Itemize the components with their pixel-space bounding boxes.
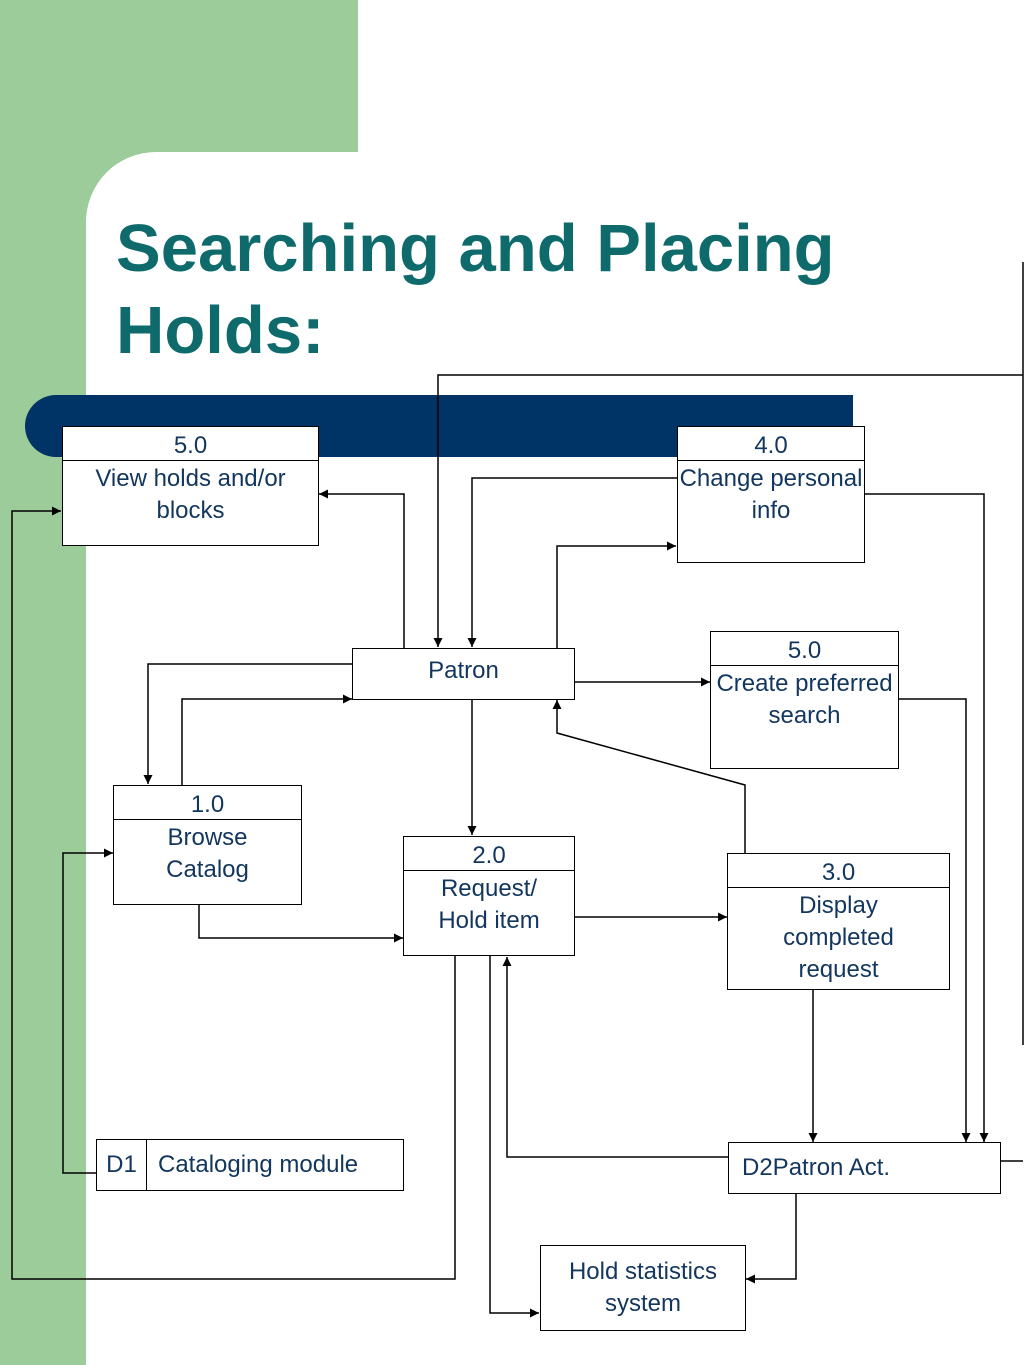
flow-browse-to-patron [181, 694, 352, 785]
process-number: 5.0 [711, 632, 898, 666]
flow-patron-to-browse [143, 663, 353, 784]
entity-hold-statistics-system: Hold statistics system [540, 1245, 746, 1331]
process-number: 2.0 [404, 837, 574, 871]
process-number: 4.0 [678, 427, 864, 461]
flow-top-to-patron [433, 374, 1023, 647]
process-label: Request/ Hold item [438, 875, 540, 934]
flow-display-to-patron [552, 700, 746, 853]
data-store-label: D2Patron Act. [742, 1154, 891, 1181]
flow-d2-to-request [502, 957, 728, 1158]
process-display-completed-request: 3.0 Display completed request [727, 853, 950, 990]
flow-change-info-to-d2 [864, 493, 989, 1142]
data-store-patron-activity: D2Patron Act. [728, 1142, 1001, 1194]
flow-request-to-hold-stats [489, 955, 539, 1318]
process-number: 5.0 [63, 427, 318, 461]
process-label: Change personal info [679, 465, 863, 524]
process-label: Display completed request [783, 892, 894, 983]
process-label: Browse Catalog [166, 824, 249, 883]
flow-create-search-to-d2 [899, 698, 971, 1142]
entity-label: Patron [428, 657, 499, 684]
data-store-name: Cataloging module [158, 1151, 359, 1178]
flow-request-to-view-holds [11, 506, 456, 1280]
flow-d1-to-browse [62, 848, 113, 1174]
data-store-id: D1 [97, 1140, 147, 1190]
process-change-personal-info: 4.0 Change personal info [677, 426, 865, 563]
slide-title: Searching and Placing Holds: [116, 211, 835, 368]
flow-patron-to-view-holds [319, 489, 405, 648]
flow-browse-to-request [198, 905, 403, 943]
flow-patron-to-change-info [556, 541, 676, 648]
entity-patron: Patron [352, 648, 575, 700]
process-create-preferred-search: 5.0 Create preferred search [710, 631, 899, 769]
process-number: 1.0 [114, 786, 301, 820]
process-browse-catalog: 1.0 Browse Catalog [113, 785, 302, 905]
process-number: 3.0 [728, 854, 949, 888]
process-view-holds: 5.0 View holds and/or blocks [62, 426, 319, 546]
process-label: Create preferred search [716, 670, 893, 729]
flow-change-info-to-patron [467, 477, 677, 647]
entity-label: Hold statistics system [568, 1258, 718, 1317]
data-store-cataloging-module: D1 Cataloging module [96, 1139, 404, 1191]
process-label: View holds and/or blocks [95, 465, 286, 524]
process-request-hold-item: 2.0 Request/ Hold item [403, 836, 575, 956]
flow-d2-to-hold-stats [746, 1194, 797, 1284]
